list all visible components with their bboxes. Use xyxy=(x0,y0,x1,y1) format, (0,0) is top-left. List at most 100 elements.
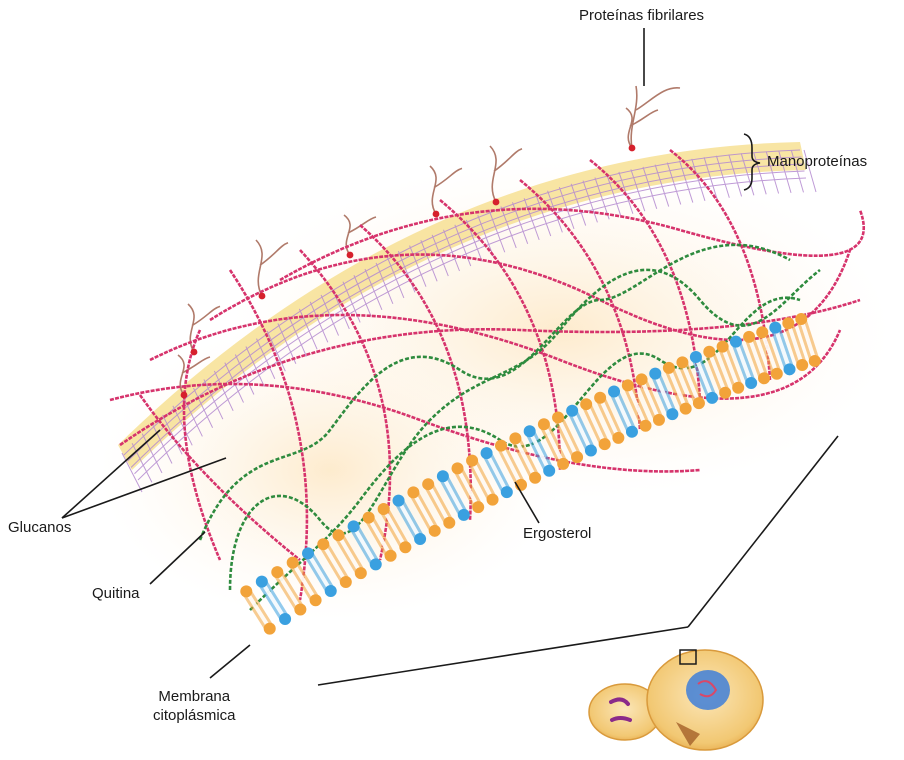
lipid-head xyxy=(796,359,808,371)
label-manoproteinas: Manoproteínas xyxy=(767,152,867,171)
lipid-head xyxy=(414,533,426,545)
lipid-head xyxy=(626,426,638,438)
lipid-head xyxy=(422,478,434,490)
lipid-head xyxy=(472,501,484,513)
lipid-head xyxy=(636,373,648,385)
lipid-head xyxy=(399,541,411,553)
fibrillar-protein xyxy=(631,86,680,148)
lipid-head xyxy=(407,486,419,498)
anchor-dot xyxy=(433,211,440,218)
label-membrana-line2: citoplásmica xyxy=(153,706,236,725)
lipid-head xyxy=(719,387,731,399)
zoom-line-lower xyxy=(318,627,688,685)
lipid-head xyxy=(458,509,470,521)
lipid-head xyxy=(378,503,390,515)
lipid-head xyxy=(543,465,555,477)
lipid-head xyxy=(240,585,252,597)
label-membrana-citoplasmica: Membrana citoplásmica xyxy=(153,687,236,725)
lipid-head xyxy=(571,451,583,463)
lipid-head xyxy=(287,557,299,569)
lipid-head xyxy=(690,351,702,363)
lipid-head xyxy=(363,512,375,524)
anchor-dot xyxy=(629,145,636,152)
lipid-head xyxy=(756,326,768,338)
lipid-head xyxy=(452,462,464,474)
lipid-head xyxy=(594,392,606,404)
yeast-cell xyxy=(589,650,763,750)
lipid-head xyxy=(717,341,729,353)
lipid-head xyxy=(758,372,770,384)
anchor-dot xyxy=(259,293,266,300)
lipid-head xyxy=(622,379,634,391)
lipid-head xyxy=(730,336,742,348)
label-proteinas-fibrilares: Proteínas fibrilares xyxy=(579,6,704,25)
lipid-head xyxy=(340,576,352,588)
lipid-head xyxy=(385,550,397,562)
label-ergosterol: Ergosterol xyxy=(523,524,591,543)
vacuole-bud-2 xyxy=(612,718,630,720)
lipid-head xyxy=(279,613,291,625)
lipid-head xyxy=(332,529,344,541)
lipid-head xyxy=(580,398,592,410)
lipid-head xyxy=(693,397,705,409)
lipid-head xyxy=(663,362,675,374)
lipid-head xyxy=(370,558,382,570)
lipid-head xyxy=(317,538,329,550)
lipid-head xyxy=(393,495,405,507)
lipid-head xyxy=(487,494,499,506)
lipid-head xyxy=(302,547,314,559)
lipid-head xyxy=(481,447,493,459)
lipid-head xyxy=(529,472,541,484)
lipid-head xyxy=(608,386,620,398)
lipid-head xyxy=(566,405,578,417)
lipid-head xyxy=(552,411,564,423)
lipid-head xyxy=(706,392,718,404)
label-glucanos: Glucanos xyxy=(8,518,71,537)
anchor-dot xyxy=(347,252,354,259)
lipid-head xyxy=(509,432,521,444)
lipid-head xyxy=(782,317,794,329)
lipid-head xyxy=(437,470,449,482)
lipid-head xyxy=(769,322,781,334)
nucleus xyxy=(686,670,730,710)
lipid-head xyxy=(599,438,611,450)
lipid-head xyxy=(466,455,478,467)
leader-membrana xyxy=(210,645,250,678)
anchor-dot xyxy=(493,199,500,206)
anchor-dot xyxy=(191,349,198,356)
lipid-head xyxy=(524,425,536,437)
lipid-head xyxy=(784,363,796,375)
lipid-head xyxy=(348,520,360,532)
lipid-head xyxy=(256,576,268,588)
lipid-head xyxy=(538,418,550,430)
lipid-head xyxy=(649,368,661,380)
lipid-head xyxy=(443,517,455,529)
lipid-head xyxy=(264,623,276,635)
lipid-head xyxy=(355,567,367,579)
lipid-head xyxy=(325,585,337,597)
lipid-head xyxy=(771,368,783,380)
lipid-head xyxy=(294,604,306,616)
lipid-head xyxy=(703,346,715,358)
lipid-head xyxy=(585,445,597,457)
lipid-head xyxy=(732,382,744,394)
lipid-head xyxy=(666,408,678,420)
lipid-head xyxy=(640,420,652,432)
lipid-head xyxy=(495,440,507,452)
label-membrana-line1: Membrana xyxy=(153,687,236,706)
lipid-head xyxy=(501,486,513,498)
lipid-head xyxy=(680,403,692,415)
lipid-head xyxy=(429,525,441,537)
lipid-head xyxy=(653,414,665,426)
lipid-head xyxy=(612,432,624,444)
anchor-dot xyxy=(181,392,188,399)
lipid-head xyxy=(743,331,755,343)
lipid-head xyxy=(795,313,807,325)
lipid-head xyxy=(271,566,283,578)
lipid-head xyxy=(557,458,569,470)
lipid-head xyxy=(745,377,757,389)
lipid-head xyxy=(310,594,322,606)
lipid-head xyxy=(809,355,821,367)
